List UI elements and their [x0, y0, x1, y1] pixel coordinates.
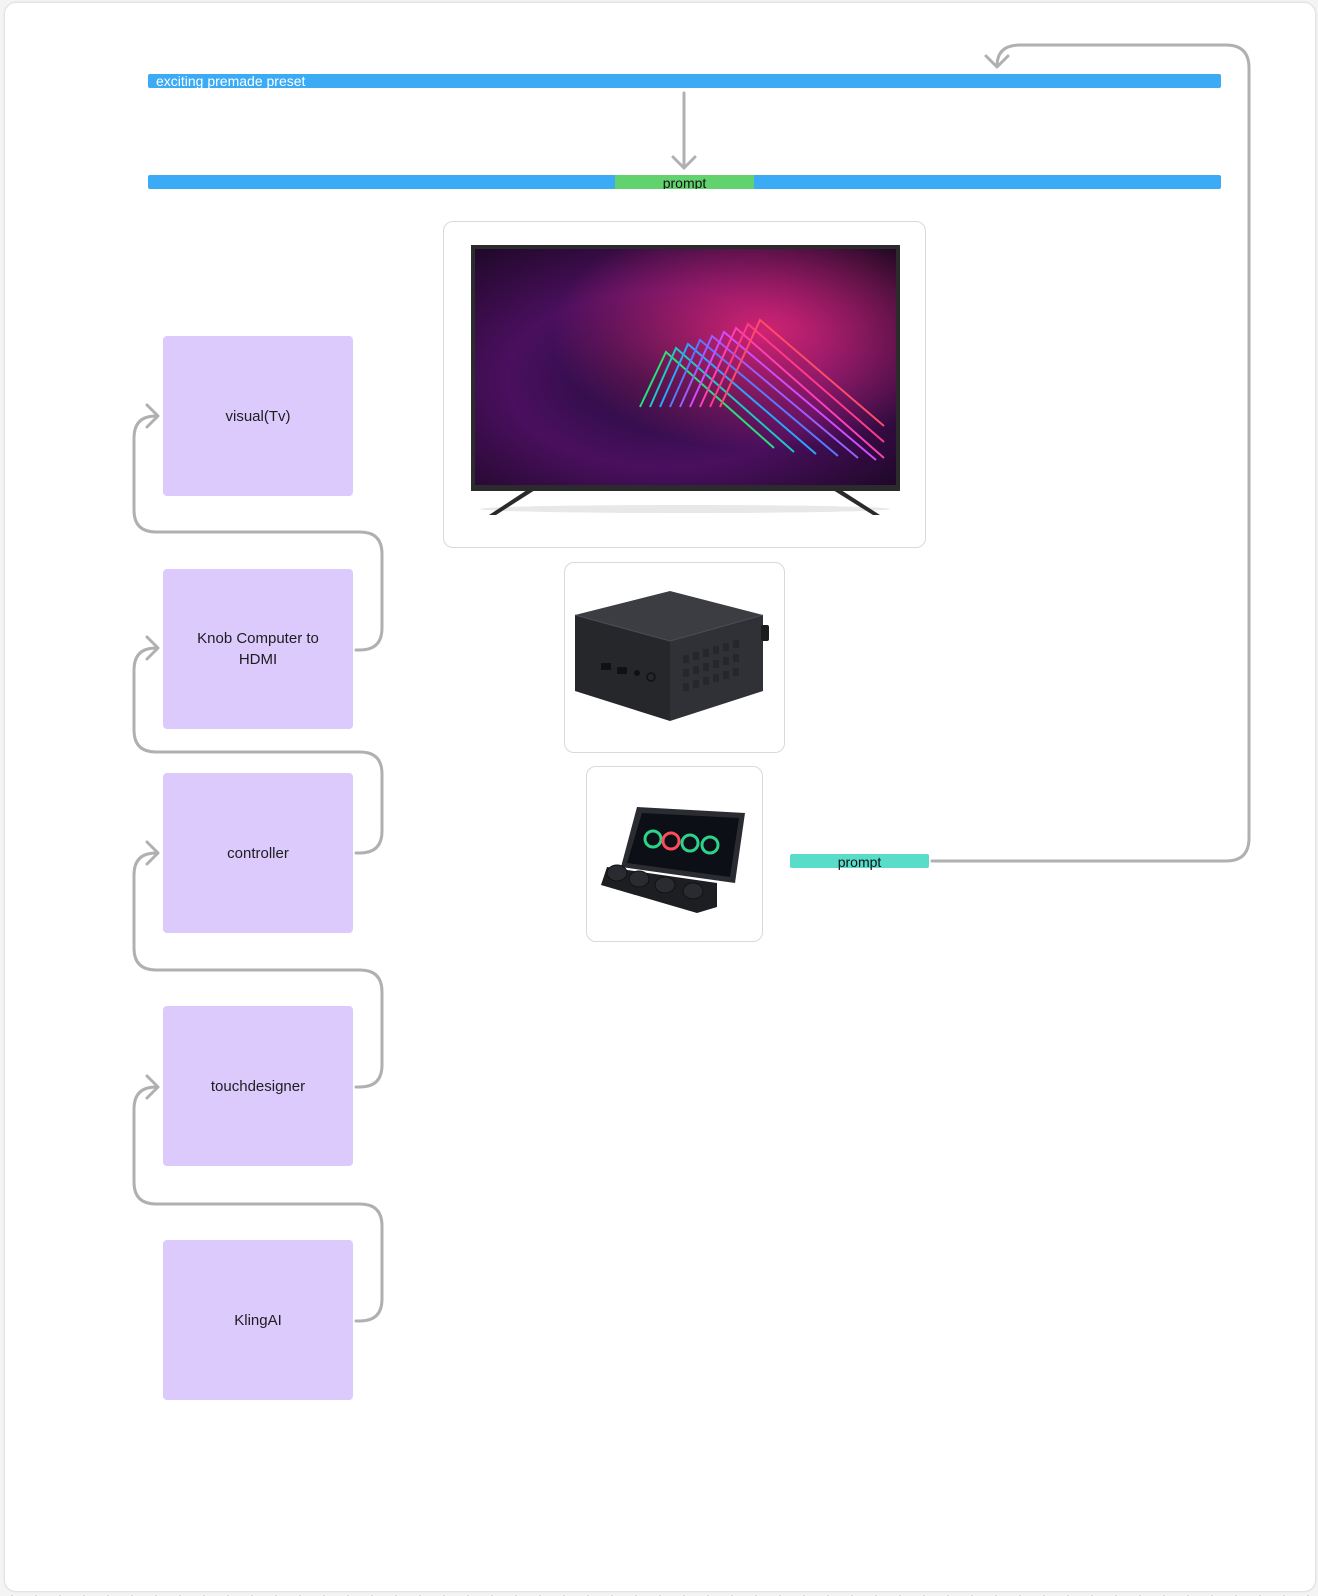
- prompt-bar[interactable]: prompt: [148, 175, 1221, 189]
- mini-pc-image: [574, 591, 769, 721]
- arrowhead-prompt-loop: [984, 54, 1010, 69]
- step-knob-computer[interactable]: Knob Computer to HDMI: [163, 569, 353, 729]
- controller-image: [601, 807, 745, 913]
- arrow-touchdesigner-to-controller: [132, 851, 384, 1089]
- arrowhead-touchdesigner-to-controller: [145, 840, 160, 866]
- preset-bar-label: exciting premade preset: [156, 74, 306, 88]
- tv-image-card[interactable]: [443, 221, 926, 548]
- arrowhead-controller-to-knob: [145, 635, 160, 661]
- step-controller[interactable]: controller: [163, 773, 353, 933]
- arrow-knob-to-visual: [132, 414, 384, 652]
- prompt-tag[interactable]: prompt: [790, 854, 929, 870]
- step-touchdesigner[interactable]: touchdesigner: [163, 1006, 353, 1166]
- arrowhead-knob-to-visual: [145, 403, 160, 429]
- mini-pc-image-card[interactable]: [564, 562, 785, 753]
- arrow-klingai-to-touchdesigner: [132, 1085, 384, 1323]
- arrow-controller-to-knob: [132, 646, 384, 855]
- step-klingai[interactable]: KlingAI: [163, 1240, 353, 1400]
- arrow-prompt-loop: [930, 43, 1251, 863]
- step-visual-tv[interactable]: visual(Tv): [163, 336, 353, 496]
- arrowhead-preset-to-prompt: [671, 155, 697, 170]
- arrowhead-klingai-to-touchdesigner: [145, 1074, 160, 1100]
- controller-image-card[interactable]: [586, 766, 763, 942]
- prompt-segment[interactable]: prompt: [615, 175, 754, 189]
- tv-image: [471, 245, 900, 515]
- preset-bar[interactable]: exciting premade preset: [148, 74, 1221, 88]
